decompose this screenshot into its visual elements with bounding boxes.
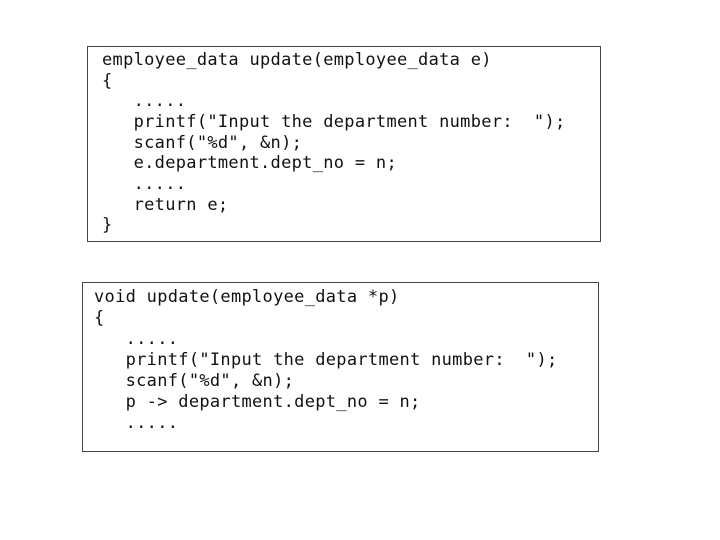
code-line: ..... <box>94 329 179 349</box>
code-line: ..... <box>94 413 179 433</box>
code-line: printf("Input the department number: "); <box>102 112 566 132</box>
code-line: { <box>94 308 105 328</box>
code-line: p -> department.dept_no = n; <box>94 392 421 412</box>
code-line: ..... <box>102 91 187 111</box>
code-line: void update(employee_data *p) <box>94 287 400 307</box>
code-line: { <box>102 71 113 91</box>
code-line: } <box>102 215 113 235</box>
code-line: e.department.dept_no = n; <box>102 153 397 173</box>
code-line: scanf("%d", &n); <box>102 133 303 153</box>
code-block-pass-by-value: employee_data update(employee_data e) { … <box>87 46 601 242</box>
code-line: return e; <box>102 195 229 215</box>
code-line: ..... <box>102 174 187 194</box>
code-line: scanf("%d", &n); <box>94 371 295 391</box>
code-block-pass-by-pointer: void update(employee_data *p) { ..... pr… <box>82 282 599 452</box>
code-line: employee_data update(employee_data e) <box>102 50 492 70</box>
code-line: printf("Input the department number: "); <box>94 350 558 370</box>
